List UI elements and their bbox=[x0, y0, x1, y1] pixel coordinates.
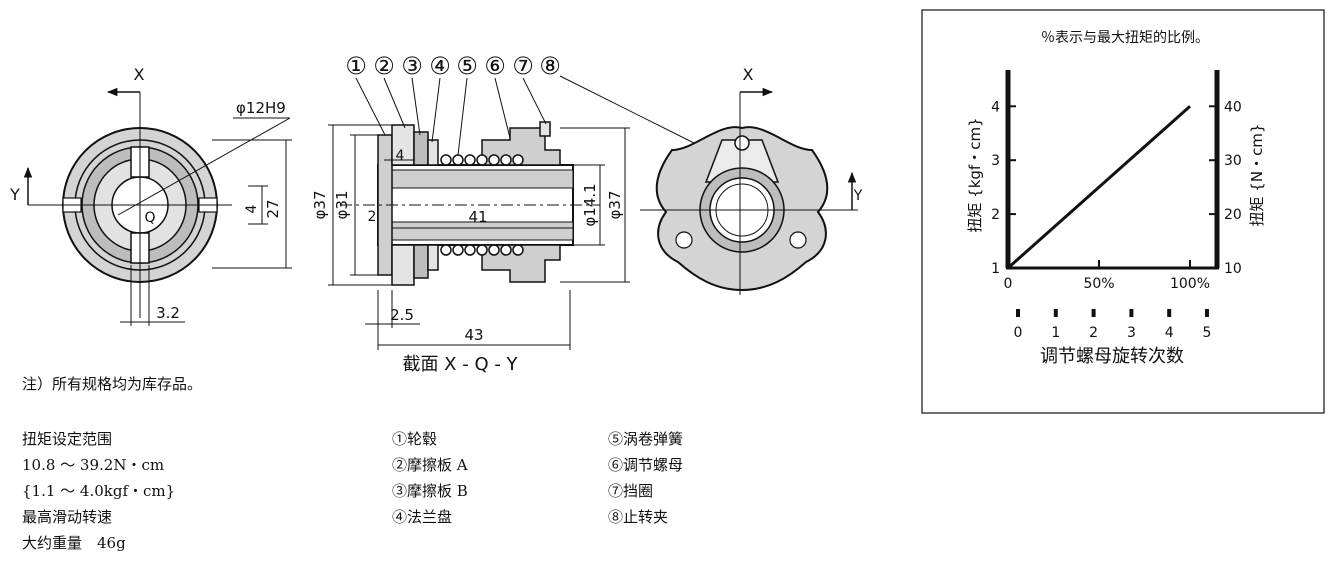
balloon-7: ⑦ bbox=[512, 52, 534, 80]
chart-title: ％表示与最大扭矩的比例。 bbox=[1041, 30, 1209, 46]
y-tick-right-40: 40 bbox=[1224, 99, 1242, 115]
balloon-1: ① bbox=[345, 52, 367, 80]
part-7: ⑦挡圈 bbox=[608, 482, 654, 500]
dim-27: 27 bbox=[264, 199, 282, 218]
turn-tick-3: 3 bbox=[1127, 325, 1136, 341]
turn-tick-mark-3 bbox=[1129, 309, 1134, 317]
axis-x-label-left: X bbox=[134, 65, 145, 84]
turn-tick-mark-5 bbox=[1205, 309, 1209, 317]
balloon-2: ② bbox=[373, 52, 395, 80]
bore-dim-label: φ12H9 bbox=[236, 99, 286, 117]
balloons: ① ② ③ ④ ⑤ ⑥ ⑦ ⑧ bbox=[345, 52, 561, 80]
turn-tick-mark-1 bbox=[1053, 309, 1058, 317]
dim-4-left: 4 bbox=[244, 204, 260, 213]
y-tick-left-3: 3 bbox=[991, 153, 1000, 169]
end-view-right bbox=[640, 87, 858, 295]
part-2: ②摩擦板 A bbox=[392, 456, 468, 474]
y-tick-right-10: 10 bbox=[1224, 261, 1242, 277]
point-q-label: Q bbox=[144, 210, 155, 226]
torque-range-kgf: {1.1 ～ 4.0kgf・cm} bbox=[22, 482, 176, 500]
dim-37-right: φ37 bbox=[606, 191, 624, 220]
balloon-6: ⑥ bbox=[484, 52, 506, 80]
turn-tick-mark-0 bbox=[1016, 309, 1020, 317]
turn-tick-mark-2 bbox=[1091, 309, 1096, 317]
part-5: ⑤涡卷弹簧 bbox=[608, 430, 684, 448]
torque-range-title: 扭矩设定范围 bbox=[22, 430, 113, 448]
turn-tick-0: 0 bbox=[1014, 325, 1023, 341]
turn-tick-mark-4 bbox=[1167, 309, 1172, 317]
turn-tick-2: 2 bbox=[1089, 325, 1098, 341]
turn-tick-1: 1 bbox=[1051, 325, 1060, 341]
part-4: ④法兰盘 bbox=[392, 508, 453, 526]
dim-31: φ31 bbox=[333, 191, 351, 220]
dim-41: 41 bbox=[468, 208, 487, 226]
x-tick-pct-1: 50% bbox=[1083, 276, 1114, 292]
section-caption: 截面 X - Q - Y bbox=[402, 354, 518, 375]
end-view-left bbox=[23, 87, 292, 326]
part-8: ⑧止转夹 bbox=[608, 508, 669, 526]
axis-x-label-right: X bbox=[743, 65, 754, 84]
y-tick-left-1: 1 bbox=[991, 261, 1000, 277]
chart-xlabel: 调节螺母旋转次数 bbox=[1040, 346, 1184, 367]
turn-tick-4: 4 bbox=[1165, 325, 1174, 341]
dim-3-2: 3.2 bbox=[156, 304, 180, 322]
chart-series-line-0 bbox=[1007, 105, 1191, 270]
max-slip-speed: 最高滑动转速 bbox=[22, 508, 113, 526]
stock-note: 注）所有规格均为库存品。 bbox=[22, 375, 203, 393]
y-tick-right-20: 20 bbox=[1224, 207, 1242, 223]
balloon-4: ④ bbox=[429, 52, 451, 80]
balloon-8: ⑧ bbox=[539, 52, 561, 80]
axis-y-label-right: Y bbox=[853, 188, 863, 204]
y-tick-right-30: 30 bbox=[1224, 153, 1242, 169]
chart-ylabel-left: 扭矩 {kgf・cm} bbox=[966, 117, 984, 232]
dim-2-5: 2.5 bbox=[390, 306, 414, 324]
y-tick-left-2: 2 bbox=[991, 207, 1000, 223]
part-6: ⑥调节螺母 bbox=[608, 456, 684, 474]
dim-2: 2 bbox=[368, 209, 377, 225]
weight-note: 大约重量 46g bbox=[22, 534, 126, 552]
balloon-5: ⑤ bbox=[456, 52, 478, 80]
turn-tick-5: 5 bbox=[1203, 325, 1212, 341]
axis-y-label-left: Y bbox=[9, 185, 20, 204]
balloon-3: ③ bbox=[401, 52, 423, 80]
x-tick-pct-0: 0 bbox=[1004, 276, 1013, 292]
section-view bbox=[328, 75, 713, 350]
y-tick-left-4: 4 bbox=[991, 99, 1000, 115]
dim-4-section: 4 bbox=[396, 148, 405, 164]
dim-14-1: φ14.1 bbox=[581, 183, 599, 226]
dim-43: 43 bbox=[464, 326, 483, 344]
x-tick-pct-2: 100% bbox=[1170, 276, 1210, 292]
dim-37-left: φ37 bbox=[311, 191, 329, 220]
part-3: ③摩擦板 B bbox=[392, 482, 468, 500]
part-1: ①轮毂 bbox=[392, 430, 438, 448]
torque-range-nm: 10.8 ～ 39.2N・cm bbox=[22, 456, 165, 474]
chart-frame bbox=[921, 9, 1325, 414]
chart-ylabel-right: 扭矩 {N・cm} bbox=[1248, 124, 1266, 227]
